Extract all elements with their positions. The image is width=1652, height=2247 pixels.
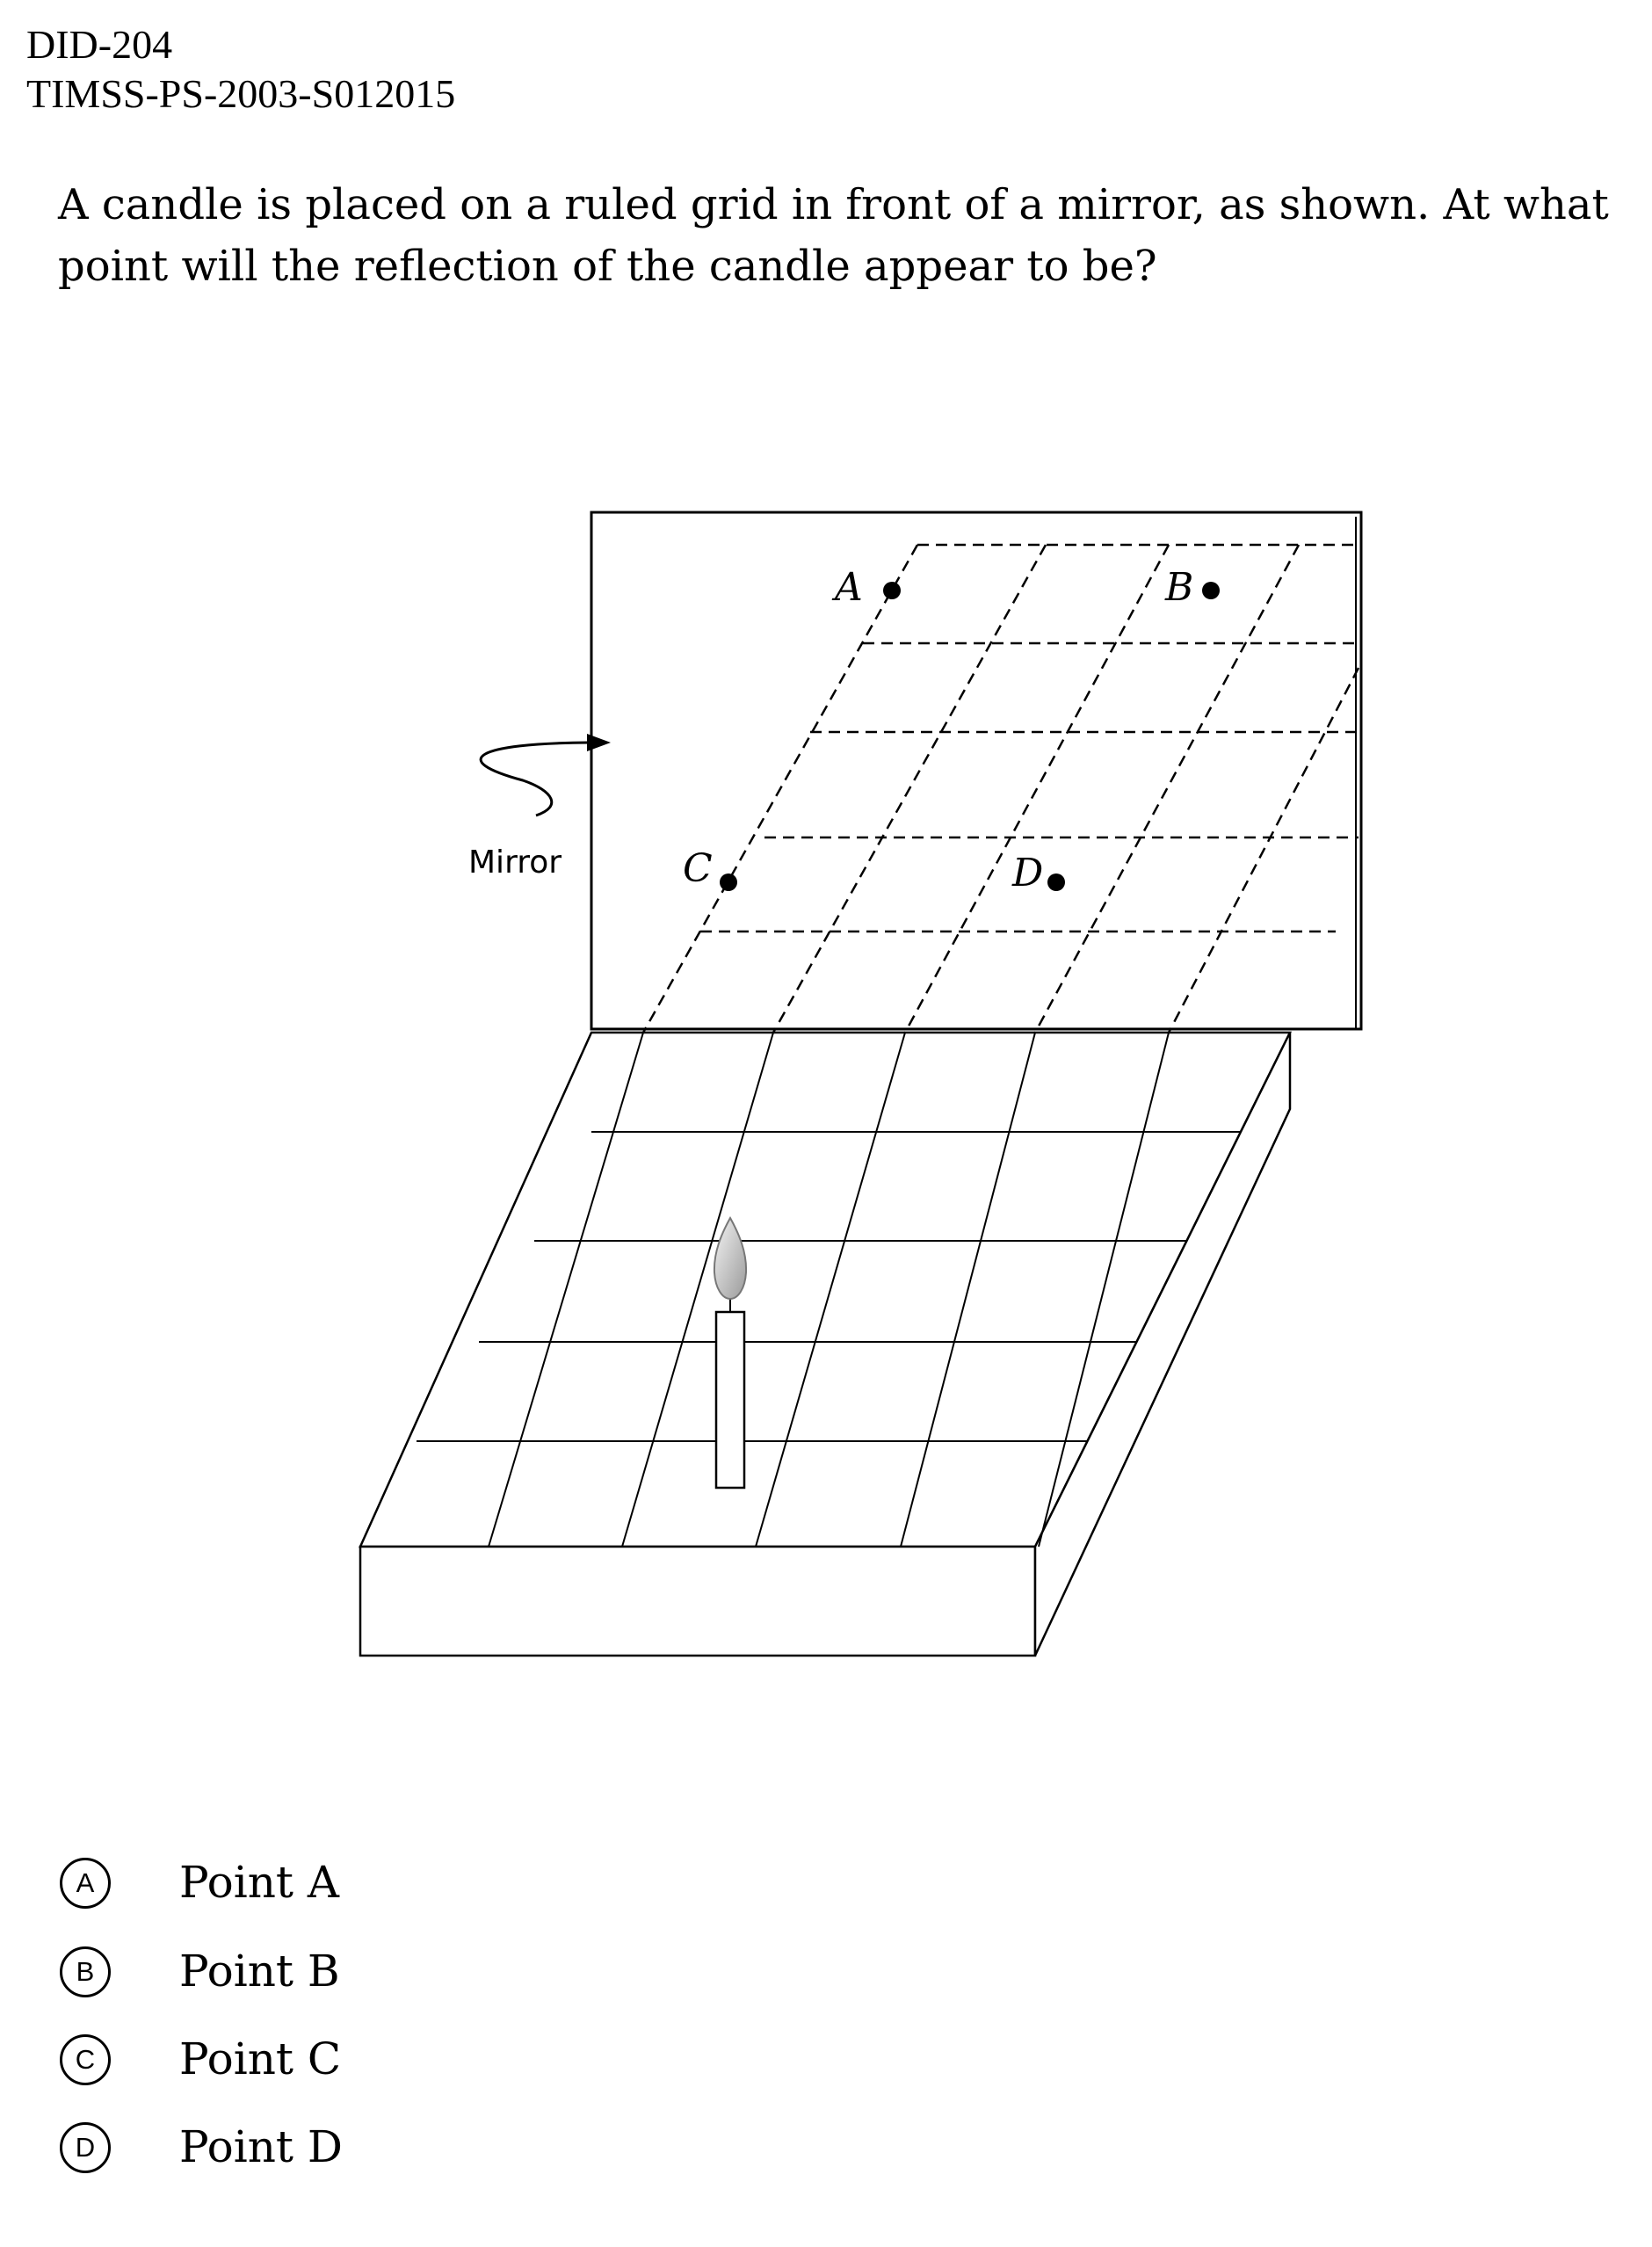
point-c-marker: [720, 873, 737, 891]
source-code: TIMSS-PS-2003-S012015: [26, 71, 456, 116]
option-c-text: Point C: [179, 2033, 342, 2084]
point-a-marker: [883, 582, 901, 599]
point-a-label: A: [831, 565, 863, 610]
grid-board: [359, 1031, 1293, 1657]
option-b-bubble[interactable]: B: [60, 1946, 111, 1997]
option-b-text: Point B: [179, 1946, 340, 1997]
board-top-face: [359, 1031, 1293, 1548]
board-grid-lines: [417, 1032, 1241, 1548]
candle-flame: [713, 1215, 748, 1301]
option-a-bubble[interactable]: A: [60, 1858, 111, 1909]
option-c-bubble[interactable]: C: [60, 2034, 111, 2085]
mirror-panel: [590, 511, 1363, 1031]
reflected-grid: [641, 543, 1360, 1033]
board-front-face: [359, 1545, 1037, 1657]
point-c-label: C: [683, 846, 713, 891]
candle-body: [714, 1310, 746, 1490]
mirror-label: Mirror: [468, 844, 562, 881]
point-b: B: [1164, 565, 1220, 610]
point-d-marker: [1047, 873, 1065, 891]
point-c: C: [683, 846, 737, 891]
option-d-bubble[interactable]: D: [60, 2122, 111, 2173]
point-d-label: D: [1011, 851, 1043, 895]
point-b-marker: [1202, 582, 1220, 599]
point-b-label: B: [1164, 565, 1193, 610]
arrowhead-icon: [587, 734, 611, 751]
point-d: D: [1011, 851, 1065, 895]
option-a-text: Point A: [179, 1857, 340, 1908]
candle: [713, 1215, 748, 1490]
board-side-face: [1033, 1032, 1292, 1656]
mirror-frame: [590, 511, 1363, 1031]
item-id: DID-204: [26, 22, 173, 67]
mirror-pointer-arrow: [479, 741, 590, 817]
point-a: A: [831, 565, 901, 610]
question-text: A candle is placed on a ruled grid in fr…: [58, 180, 1609, 291]
option-d-text: Point D: [179, 2121, 343, 2172]
